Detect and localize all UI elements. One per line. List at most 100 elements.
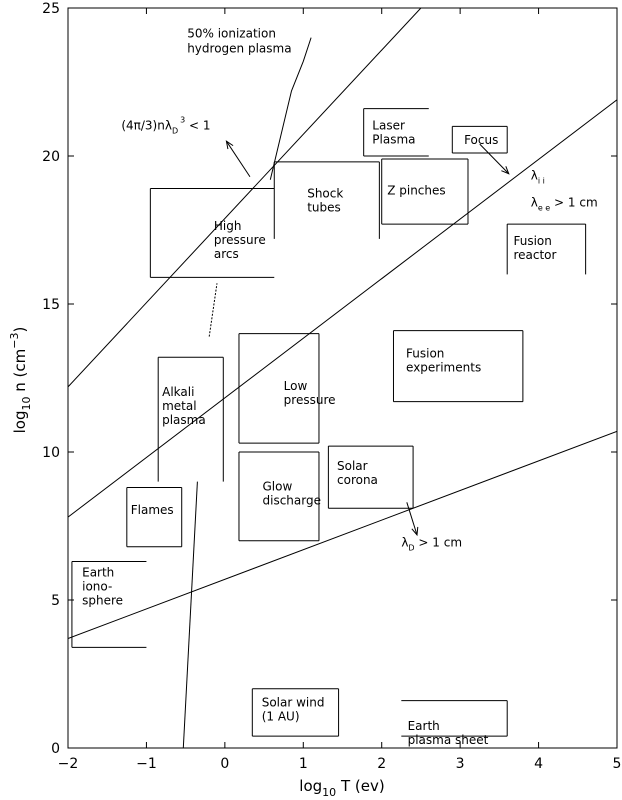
line-lambda-ii-ee [68, 99, 617, 518]
region-label: Fusion [406, 346, 444, 360]
x-tick-label: 0 [220, 756, 229, 772]
annotation-sub: e e [538, 203, 550, 212]
arrow-shaft [226, 140, 251, 177]
arrow-head [501, 166, 510, 175]
annotation-rest: > 1 cm [550, 195, 597, 209]
region-label: Solar wind [262, 696, 325, 710]
y-axis-label-close: ) [11, 327, 29, 333]
arrow-head [225, 140, 234, 150]
annotation-sub: i i [538, 177, 545, 186]
region-label: discharge [263, 493, 321, 507]
region-label: iono- [82, 579, 112, 593]
region-label: reactor [513, 248, 556, 262]
annotation: λe e > 1 cm [531, 195, 598, 212]
region-label: metal [162, 399, 196, 413]
annotation: λD > 1 cm [401, 536, 462, 553]
region-label: Focus [464, 133, 498, 147]
x-axis-label-rest: T (ev) [336, 777, 385, 795]
region-label: pressure [284, 393, 336, 407]
annotation-rest: < 1 [185, 118, 210, 132]
x-tick-label: 4 [534, 756, 543, 772]
line-ionization-50pct [269, 37, 312, 180]
y-tick-label: 25 [42, 1, 60, 17]
region-label: tubes [307, 200, 341, 214]
annotation-sub: D [172, 126, 178, 135]
annotation-symbol: λ [401, 536, 408, 550]
plot-frame [67, 7, 618, 749]
region-label: Glow [263, 479, 293, 493]
y-axis-label: log10 n (cm−3) [8, 327, 33, 434]
x-tick-label: 3 [456, 756, 465, 772]
region-solar-wind-1-au: Solar wind(1 AU) [251, 688, 340, 737]
annotation-rest: > 1 cm [415, 536, 462, 550]
arrow-head [411, 526, 419, 537]
region-label: Fusion [513, 234, 551, 248]
annotation-symbol: λ [531, 195, 538, 209]
region-label: Z pinches [387, 183, 445, 197]
region-label: plasma sheet [408, 733, 489, 747]
arrow-shaft [479, 143, 510, 175]
region-label: plasma [162, 413, 206, 427]
region-label: Shock [307, 186, 343, 200]
y-tick-label: 5 [51, 593, 60, 609]
y-axis-label-rest: n (cm [11, 349, 29, 397]
x-tick-label: 1 [299, 756, 308, 772]
annotation-sup: 3 [180, 115, 185, 124]
y-tick-label: 0 [51, 741, 60, 757]
x-axis-label-sub: 10 [322, 786, 336, 799]
x-tick-label: 5 [613, 756, 622, 772]
annotation: 50% ionization [187, 27, 276, 41]
region-label: Alkali [162, 385, 194, 399]
x-tick-label: −2 [58, 756, 79, 772]
annotation: λi i [531, 169, 545, 186]
x-tick-label: 2 [377, 756, 386, 772]
region-label: pressure [214, 233, 266, 247]
y-tick-label: 15 [42, 297, 60, 313]
region-label: (1 AU) [262, 710, 300, 724]
y-axis-label-sup: −3 [8, 333, 21, 349]
y-tick-label: 20 [42, 149, 60, 165]
y-axis-label-sub: 10 [20, 396, 33, 410]
x-axis-label: log10 T (ev) [299, 777, 384, 799]
region-label: Plasma [372, 132, 415, 146]
x-tick-label: −1 [136, 756, 157, 772]
line-nlambda-d3 [68, 8, 422, 388]
annotation: (4π/3)nλD3 < 1 [121, 115, 210, 135]
line-debye-1cm [68, 430, 617, 639]
region-flames: Flames [126, 487, 183, 548]
y-tick-label: 10 [42, 445, 60, 461]
annotation-sub: D [408, 544, 414, 553]
region-z-pinches: Z pinches [381, 158, 469, 225]
axis-ticks: −2 −1 0 1 2 3 4 5 0 5 10 15 20 25 [42, 1, 621, 772]
region-label: Laser [372, 118, 405, 132]
series-lines [68, 8, 617, 748]
region-focus: Focus [451, 125, 508, 154]
region-label: Earth [408, 719, 440, 733]
y-axis-label-base: log [11, 410, 29, 433]
region-label: Flames [131, 503, 174, 517]
region-label: Solar [337, 459, 368, 473]
region-label: Low [284, 379, 308, 393]
annotation: hydrogen plasma [187, 42, 291, 56]
annotation-base: (4π/3)nλ [121, 118, 172, 132]
annotation-symbol: λ [531, 169, 538, 183]
line-ionization-50pct [182, 481, 198, 748]
region-label: High [214, 219, 242, 233]
line-ionization-50pct [208, 283, 218, 337]
x-axis-label-base: log [299, 777, 322, 795]
region-label: Earth [82, 565, 114, 579]
